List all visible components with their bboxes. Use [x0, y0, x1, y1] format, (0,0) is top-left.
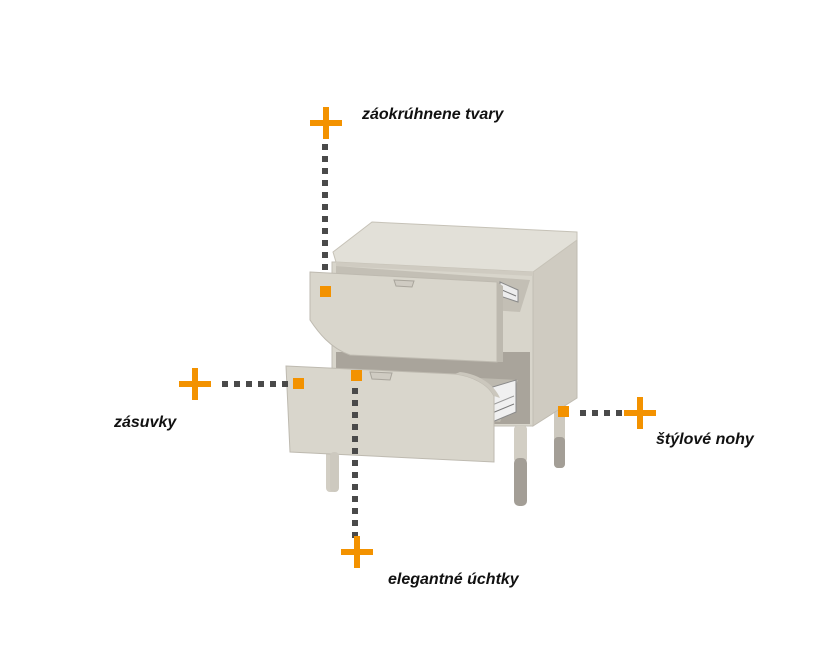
label-handles: elegantné úchtky [388, 571, 519, 588]
upper-drawer-handle [393, 279, 415, 288]
upper-drawer-front [309, 271, 498, 363]
plus-icon[interactable] [310, 107, 342, 139]
lower-drawer [285, 365, 518, 463]
anchor-squares [293, 286, 569, 417]
anchor-rounded-shapes [320, 286, 331, 297]
label-drawers: zásuvky [114, 414, 177, 431]
plus-icon[interactable] [179, 368, 211, 400]
plus-icon[interactable] [341, 536, 373, 568]
anchor-drawers [293, 378, 304, 389]
leader-lines [222, 144, 622, 538]
nightstand-illustration [285, 221, 578, 506]
plus-icon[interactable] [624, 397, 656, 429]
label-legs: štýlové nohy [656, 431, 754, 448]
lower-drawer-handle [369, 371, 393, 381]
label-rounded-shapes: záokrúhnene tvary [362, 106, 504, 123]
front-leg-right [514, 458, 527, 506]
anchor-handles [351, 370, 362, 381]
front-legs [330, 426, 527, 506]
front-leg-left [330, 452, 339, 492]
upper-drawer [309, 266, 530, 363]
anchor-legs [558, 406, 569, 417]
